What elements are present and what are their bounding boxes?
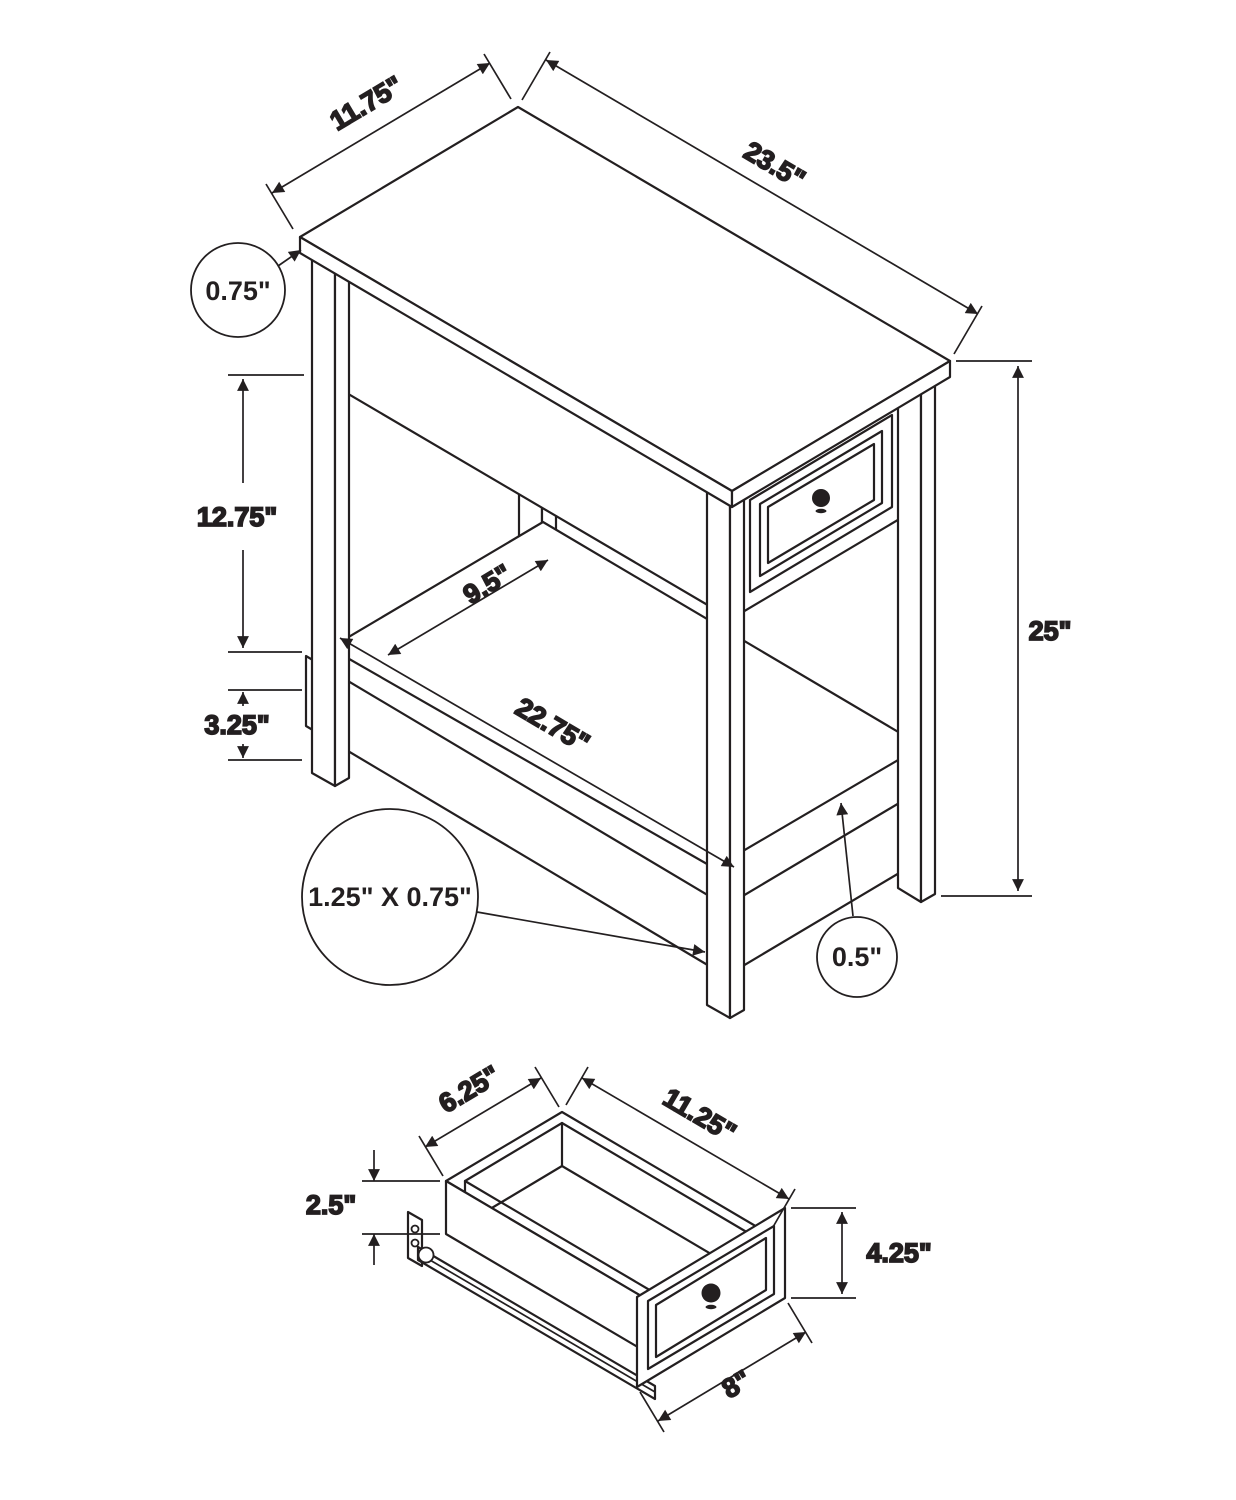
table-drawer-front (748, 413, 894, 594)
dim-leg-cross-section: 1.25" X 0.75" (301, 808, 706, 986)
drawer-knob-icon (812, 489, 830, 507)
dim-table-depth-label: 11.75" (325, 70, 408, 136)
dim-shelf-front-height: 3.25" (203, 689, 302, 761)
dim-drawer-front-height-label: 4.25" (866, 1238, 931, 1268)
drawer-slide-rail (406, 1210, 657, 1401)
drawer-detail-view: 6.25" 11.25" 2.5" 4.25" (305, 1059, 933, 1433)
dim-drawer-box-height: 2.5" (305, 1150, 440, 1265)
dim-drawer-box-height-label: 2.5" (306, 1190, 356, 1220)
left-leg (310, 252, 337, 788)
right-leg (919, 373, 937, 904)
shelf-thickness-bubble (816, 916, 898, 998)
left-leg-side (333, 257, 351, 788)
front-leg (705, 484, 732, 1020)
dim-top-thickness-label: 0.75" (205, 276, 270, 306)
drawer-detail-knob-base (705, 1304, 717, 1310)
drawer-detail-knob-icon (701, 1283, 721, 1303)
right-leg-side (896, 367, 923, 904)
tabletop-end-edge (730, 359, 952, 509)
assembled-table-view: 11.75" 23.5" 0.75" 12.75" (190, 51, 1072, 1020)
dim-drawer-inner-depth-label: 6.25" (434, 1060, 506, 1119)
slide-screw-hole (410, 1224, 420, 1234)
dim-apron-to-shelf-label: 12.75" (197, 502, 277, 532)
dim-overall-height-label: 25" (1029, 616, 1072, 646)
dim-leg-cross-section-label: 1.25" X 0.75" (308, 882, 472, 912)
dim-shelf-thickness-label: 0.5" (832, 942, 882, 972)
front-leg-side (728, 489, 746, 1020)
drawer-front-inner-frame (758, 429, 884, 578)
dim-top-thickness: 0.75" (190, 242, 302, 338)
drawer-detail-front-inner-frame (646, 1224, 776, 1371)
drawer-detail-front-panel (654, 1236, 768, 1359)
slide-roller-wheel (417, 1246, 435, 1264)
dim-drawer-front-width-label: 8" (717, 1364, 756, 1404)
drawer-front-panel (766, 442, 876, 565)
dim-shelf-thickness: 0.5" (816, 802, 898, 998)
leg-cross-section-bubble (301, 808, 479, 986)
slide-screw-hole (410, 1238, 420, 1248)
drawer-knob-base (815, 508, 827, 514)
dim-overall-height: 25" (941, 360, 1072, 897)
dim-drawer-front-height: 4.25" (791, 1207, 933, 1299)
table-legs (310, 252, 937, 1020)
dim-drawer-inner-length-label: 11.25" (658, 1082, 741, 1148)
dim-apron-to-shelf: 12.75" (196, 374, 304, 653)
dim-shelf-front-height-label: 3.25" (204, 710, 269, 740)
top-thickness-bubble (190, 242, 286, 338)
dim-table-length-label: 23.5" (739, 136, 811, 195)
